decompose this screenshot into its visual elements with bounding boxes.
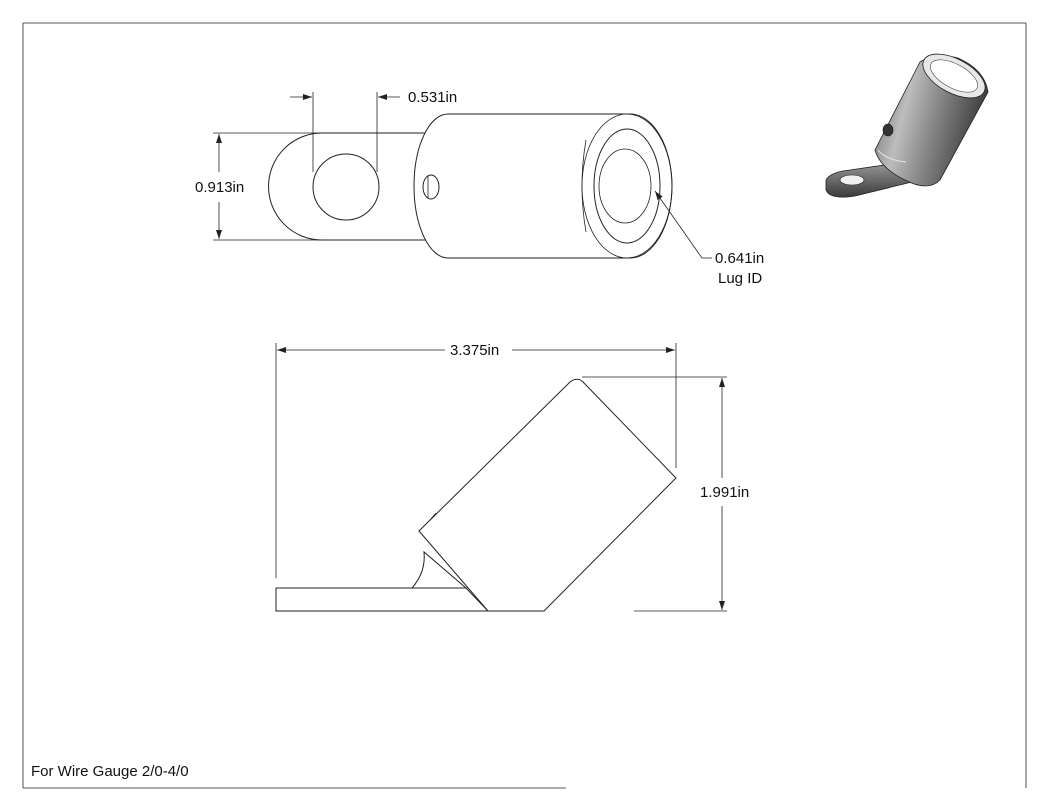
overall-length-label: 3.375in: [450, 342, 499, 359]
overall-height-dimension: 1.991in: [582, 376, 749, 612]
lug-3d-render: [825, 53, 989, 198]
hole-dimension: 0.531in: [290, 89, 457, 172]
sheet-border: [22, 22, 1027, 789]
lug-id-leader: 0.641in Lug ID: [654, 190, 764, 287]
wire-gauge-note: For Wire Gauge 2/0-4/0: [31, 763, 189, 780]
set-screw: [422, 174, 440, 200]
side-barrel: [418, 378, 677, 612]
tongue-width-dimension: 0.913in: [195, 132, 322, 241]
lug-id-caption: Lug ID: [718, 270, 762, 287]
side-tongue: [275, 587, 490, 612]
side-fillet: [410, 550, 468, 589]
barrel-bore: [593, 128, 661, 244]
tongue-width-label: 0.913in: [195, 179, 244, 196]
hole-dim-label: 0.531in: [408, 89, 457, 106]
mounting-hole: [312, 153, 380, 221]
overall-length-dimension: 3.375in: [275, 342, 677, 578]
top-view: [268, 113, 673, 259]
barrel-bore-inner: [598, 148, 652, 224]
side-view: [275, 378, 677, 612]
lug-id-value: 0.641in: [715, 250, 764, 267]
overall-height-label: 1.991in: [700, 484, 749, 501]
